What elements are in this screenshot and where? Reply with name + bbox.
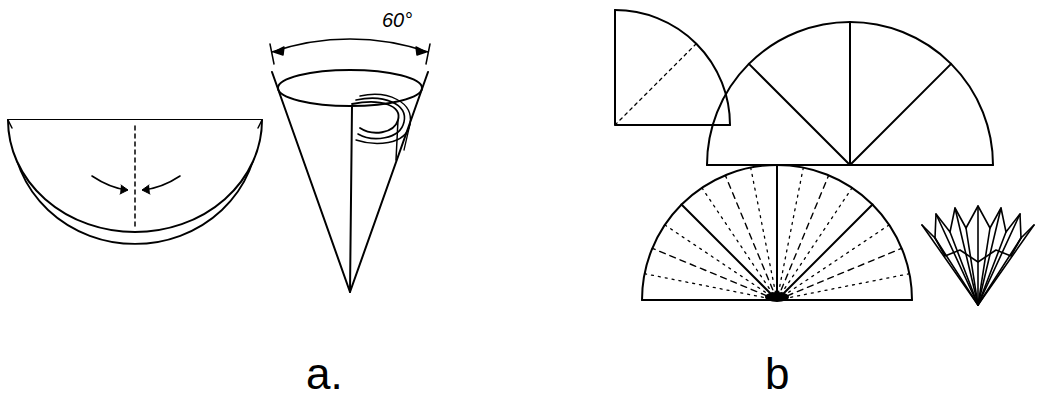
folded-half-disc (8, 120, 262, 244)
half-circle-pleats (642, 165, 912, 302)
angle-dimension (270, 39, 430, 64)
panel-label: b (765, 352, 789, 396)
panel-label: a. (306, 352, 343, 396)
half-circle-folds (707, 22, 993, 165)
fluted-filter (922, 206, 1034, 305)
quarter-circle (615, 10, 730, 125)
filter-cone (272, 70, 428, 292)
angle-label: 60° (382, 10, 412, 30)
